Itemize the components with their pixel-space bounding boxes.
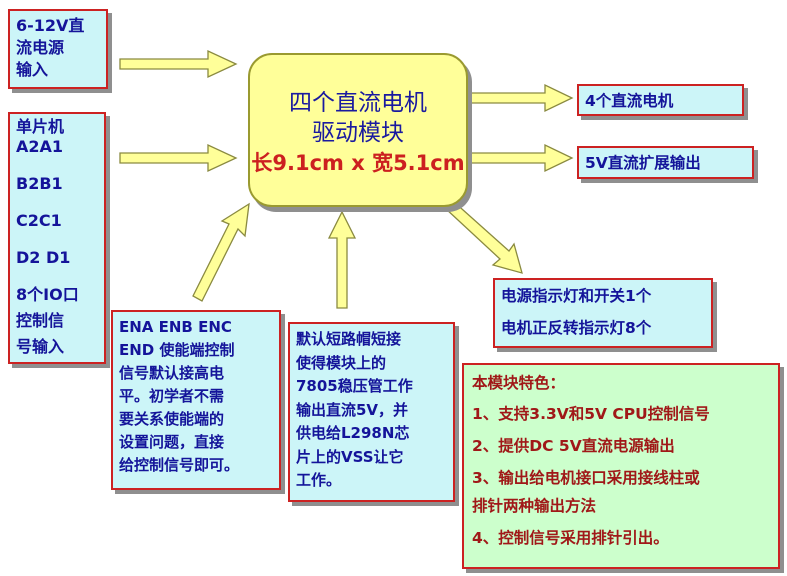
module-center-box: 四个直流电机 驱动模块 长9.1cm x 宽5.1cm: [248, 53, 468, 207]
arrow-motors-out: [469, 83, 574, 113]
enable-note-line: ENA ENB ENC: [119, 318, 232, 336]
enable-note-line: 信号默认接高电: [119, 364, 225, 382]
feature-item: 4、控制信号采用排针引出。: [472, 529, 669, 547]
module-title: 四个直流电机: [289, 90, 427, 116]
mcu-input-line: 单片机: [16, 117, 65, 136]
jumper-note-line: 默认短路帽短接: [296, 330, 402, 348]
enable-note-line: END 使能端控制: [119, 341, 235, 359]
enable-note-line: 给控制信号即可。: [119, 456, 240, 474]
power-input-box: 6-12V直 流电源 输入: [8, 9, 108, 89]
mcu-input-line: C2C1: [16, 211, 62, 230]
mcu-input-line: 号输入: [16, 337, 65, 356]
features-box: 本模块特色： 1、支持3.3V和5V CPU控制信号 2、提供DC 5V直流电源…: [462, 363, 780, 569]
power-input-line: 6-12V直: [16, 16, 85, 35]
arrow-indicators-out: [444, 200, 523, 274]
power-input-line: 输入: [16, 60, 49, 79]
indicators-line: 电源指示灯和开关1个: [501, 287, 652, 305]
jumper-note-line: 片上的VSS让它: [296, 447, 404, 466]
arrow-mcu-in: [119, 143, 238, 173]
indicators-box: 电源指示灯和开关1个 电机正反转指示灯8个: [493, 278, 713, 348]
5v-output-label: 5V直流扩展输出: [585, 154, 701, 172]
motors-output-box: 4个直流电机: [577, 84, 744, 116]
power-input-line: 流电源: [16, 38, 65, 57]
mcu-input-line: D2 D1: [16, 248, 71, 267]
mcu-input-box: 单片机 A2A1 B2B1 C2C1 D2 D1 8个IO口 控制信 号输入: [8, 112, 106, 364]
module-subtitle: 驱动模块: [312, 120, 404, 146]
mcu-input-line: A2A1: [16, 137, 64, 156]
enable-note-line: 设置问题，直接: [119, 433, 225, 451]
arrow-enable-up: [192, 202, 250, 302]
feature-item: 排针两种输出方法: [472, 497, 597, 515]
enable-note-box: ENA ENB ENC END 使能端控制 信号默认接高电 平。初学者不需 要关…: [111, 310, 281, 490]
module-size: 长9.1cm x 宽5.1cm: [251, 151, 465, 175]
mcu-input-line: 控制信: [16, 311, 65, 330]
jumper-note-line: 工作。: [296, 471, 342, 489]
arrow-jumper-up: [327, 210, 357, 309]
jumper-note-line: 使得模块上的: [296, 353, 387, 372]
jumper-note-line: 供电给L298N芯: [296, 424, 410, 442]
arrow-5v-out: [469, 143, 574, 173]
mcu-input-line: B2B1: [16, 174, 63, 193]
mcu-input-line: 8个IO口: [16, 285, 79, 304]
features-title: 本模块特色：: [472, 374, 566, 392]
feature-item: 1、支持3.3V和5V CPU控制信号: [472, 405, 710, 423]
feature-item: 2、提供DC 5V直流电源输出: [472, 437, 675, 455]
5v-output-box: 5V直流扩展输出: [577, 146, 754, 179]
feature-item: 3、输出给电机接口采用接线柱或: [472, 469, 700, 487]
jumper-note-box: 默认短路帽短接 使得模块上的 7805稳压管工作 输出直流5V，并 供电给L29…: [288, 322, 455, 502]
arrow-power-in: [119, 49, 238, 79]
indicators-line: 电机正反转指示灯8个: [501, 319, 652, 337]
enable-note-line: 要关系使能端的: [119, 410, 225, 428]
motors-output-label: 4个直流电机: [585, 92, 674, 110]
jumper-note-line: 7805稳压管工作: [296, 377, 413, 395]
jumper-note-line: 输出直流5V，并: [296, 400, 409, 419]
enable-note-line: 平。初学者不需: [119, 387, 225, 405]
